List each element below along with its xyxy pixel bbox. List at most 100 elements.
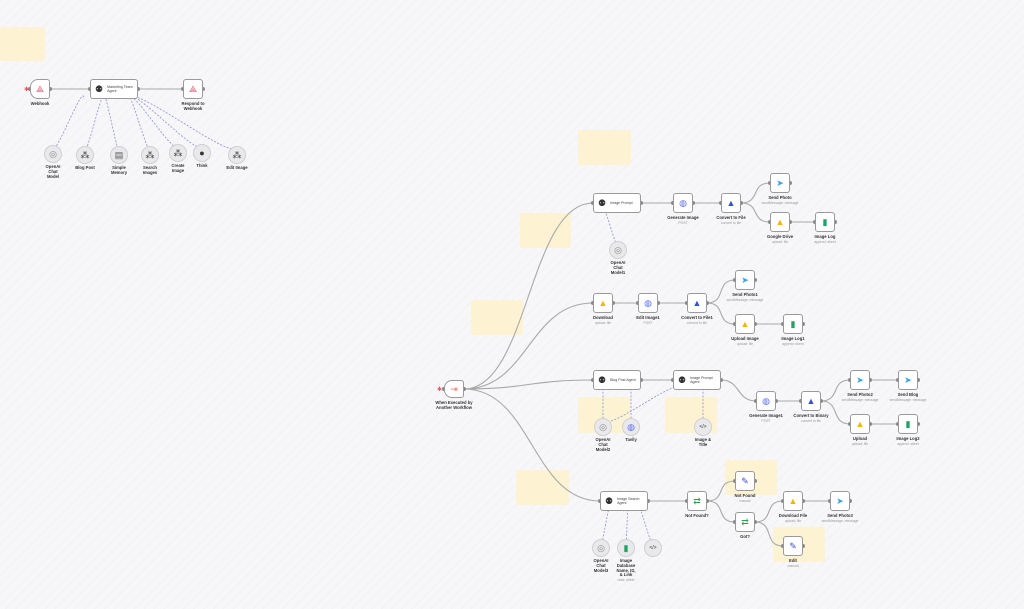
connection-handle[interactable]: [691, 201, 695, 205]
node-sp3[interactable]: ➤: [830, 491, 850, 511]
node-name: Convert to File: [716, 215, 746, 220]
connection-handle[interactable]: [788, 220, 792, 224]
connection-handle[interactable]: [462, 387, 466, 391]
sticky-note[interactable]: [578, 130, 631, 165]
connection-handle[interactable]: [739, 201, 743, 205]
node-c-tav[interactable]: ◍: [622, 418, 640, 436]
node-sp1[interactable]: ➤: [735, 270, 755, 290]
node-label: Edit Image: [226, 165, 248, 171]
connection-handle[interactable]: [788, 181, 792, 185]
node-name: Webhook: [30, 101, 50, 106]
connection-handle[interactable]: [868, 422, 872, 426]
connection-handle[interactable]: [753, 322, 757, 326]
node-webhook[interactable]: ⟁: [30, 79, 50, 99]
connection-handle[interactable]: [868, 378, 872, 382]
node-c-oai3[interactable]: ◎: [592, 539, 610, 557]
sticky-note[interactable]: [516, 470, 569, 505]
connection-handle[interactable]: [801, 544, 805, 548]
connection-handle[interactable]: [753, 278, 757, 282]
node-got[interactable]: ⇄: [735, 512, 755, 532]
pencil-icon: ✎: [789, 541, 797, 551]
node-sp[interactable]: ➤: [770, 173, 790, 193]
sticky-note[interactable]: [520, 213, 571, 248]
node-c-mem[interactable]: ▤: [110, 146, 128, 164]
node-name: OpenAI Chat Model1: [610, 260, 626, 275]
http-icon: ◍: [762, 396, 770, 406]
node-nf[interactable]: ✎: [735, 471, 755, 491]
node-sp2[interactable]: ➤: [850, 370, 870, 390]
connection-handle[interactable]: [639, 378, 643, 382]
node-sb[interactable]: ➤: [898, 370, 918, 390]
node-gen[interactable]: ◍: [673, 193, 693, 213]
node-c-search[interactable]: ⁂: [141, 146, 159, 164]
connection-handle[interactable]: [646, 499, 650, 503]
node-c-code[interactable]: </>: [644, 539, 662, 557]
connection-handle[interactable]: [819, 399, 823, 403]
sticky-note[interactable]: [471, 300, 523, 335]
connection-handle[interactable]: [848, 499, 852, 503]
connection-handle[interactable]: [753, 520, 757, 524]
connection-handle[interactable]: [719, 378, 723, 382]
node-isa[interactable]: ⚉Image Search Agent: [600, 491, 648, 511]
connection-handle[interactable]: [753, 479, 757, 483]
node-nfq[interactable]: ⇄: [687, 491, 707, 511]
node-c-oai0[interactable]: ◎: [44, 145, 62, 163]
gdrive-icon: ▲: [598, 298, 608, 308]
node-log1[interactable]: ▮: [783, 314, 803, 334]
node-up[interactable]: ▲: [735, 314, 755, 334]
node-cb[interactable]: ▲: [801, 391, 821, 411]
connection-handle[interactable]: [916, 378, 920, 382]
node-bpa[interactable]: ⚉Blog Post Agent: [593, 370, 641, 390]
node-c-oai2[interactable]: ◎: [594, 418, 612, 436]
node-c-idb[interactable]: ▮: [617, 539, 635, 557]
node-gen1[interactable]: ◍: [756, 391, 776, 411]
node-c-edit[interactable]: ⁂: [228, 146, 246, 164]
node-gd[interactable]: ▲: [770, 212, 790, 232]
agent-icon: ⚉: [598, 198, 607, 208]
connection-handle[interactable]: [774, 399, 778, 403]
connection-handle[interactable]: [801, 499, 805, 503]
node-edit[interactable]: ✎: [783, 536, 803, 556]
node-log[interactable]: ▮: [815, 212, 835, 232]
node-log2[interactable]: ▮: [898, 414, 918, 434]
node-trigger[interactable]: ⇥: [444, 380, 464, 398]
node-subtitle: append: sheet: [814, 239, 836, 244]
connection-handle[interactable]: [48, 87, 52, 91]
connection-handle[interactable]: [916, 422, 920, 426]
connection-handle[interactable]: [705, 499, 709, 503]
node-subtitle: convert to file: [686, 320, 708, 325]
node-label: OpenAI Chat Model3: [590, 558, 612, 573]
node-c-it[interactable]: </>: [694, 418, 712, 436]
connection-handle[interactable]: [656, 301, 660, 305]
node-name: Respond to Webhook: [181, 101, 205, 111]
connection-handle[interactable]: [639, 201, 643, 205]
node-subtitle: sendMessage: message: [889, 397, 927, 402]
connection-handle[interactable]: [136, 87, 140, 91]
node-dlf[interactable]: ▲: [783, 491, 803, 511]
node-conv[interactable]: ▲: [721, 193, 741, 213]
connection-handle[interactable]: [201, 87, 205, 91]
node-ip[interactable]: ⚉Image Prompt: [593, 193, 641, 213]
node-upl[interactable]: ▲: [850, 414, 870, 434]
connection: [463, 388, 601, 502]
node-c-oai1[interactable]: ◎: [609, 241, 627, 259]
connection-handle[interactable]: [801, 322, 805, 326]
node-dl[interactable]: ▲: [593, 293, 613, 313]
telegram-icon: ➤: [856, 375, 864, 385]
connection-handle[interactable]: [611, 301, 615, 305]
node-edit1[interactable]: ◍: [638, 293, 658, 313]
node-mta[interactable]: ⚉Marketing Team Agent: [90, 79, 138, 99]
node-c-blog[interactable]: ⁂: [76, 146, 94, 164]
node-c-create[interactable]: ⁂: [169, 144, 187, 162]
node-ipa[interactable]: ⚉Image Prompt Agent: [673, 370, 721, 390]
sticky-note[interactable]: [0, 27, 45, 61]
node-conv1[interactable]: ▲: [687, 293, 707, 313]
node-subtitle: manual: [787, 563, 799, 568]
node-c-think[interactable]: ●: [193, 144, 211, 162]
connection-handle[interactable]: [705, 301, 709, 305]
connection-handle[interactable]: [833, 220, 837, 224]
node-respond[interactable]: ⟁: [183, 79, 203, 99]
